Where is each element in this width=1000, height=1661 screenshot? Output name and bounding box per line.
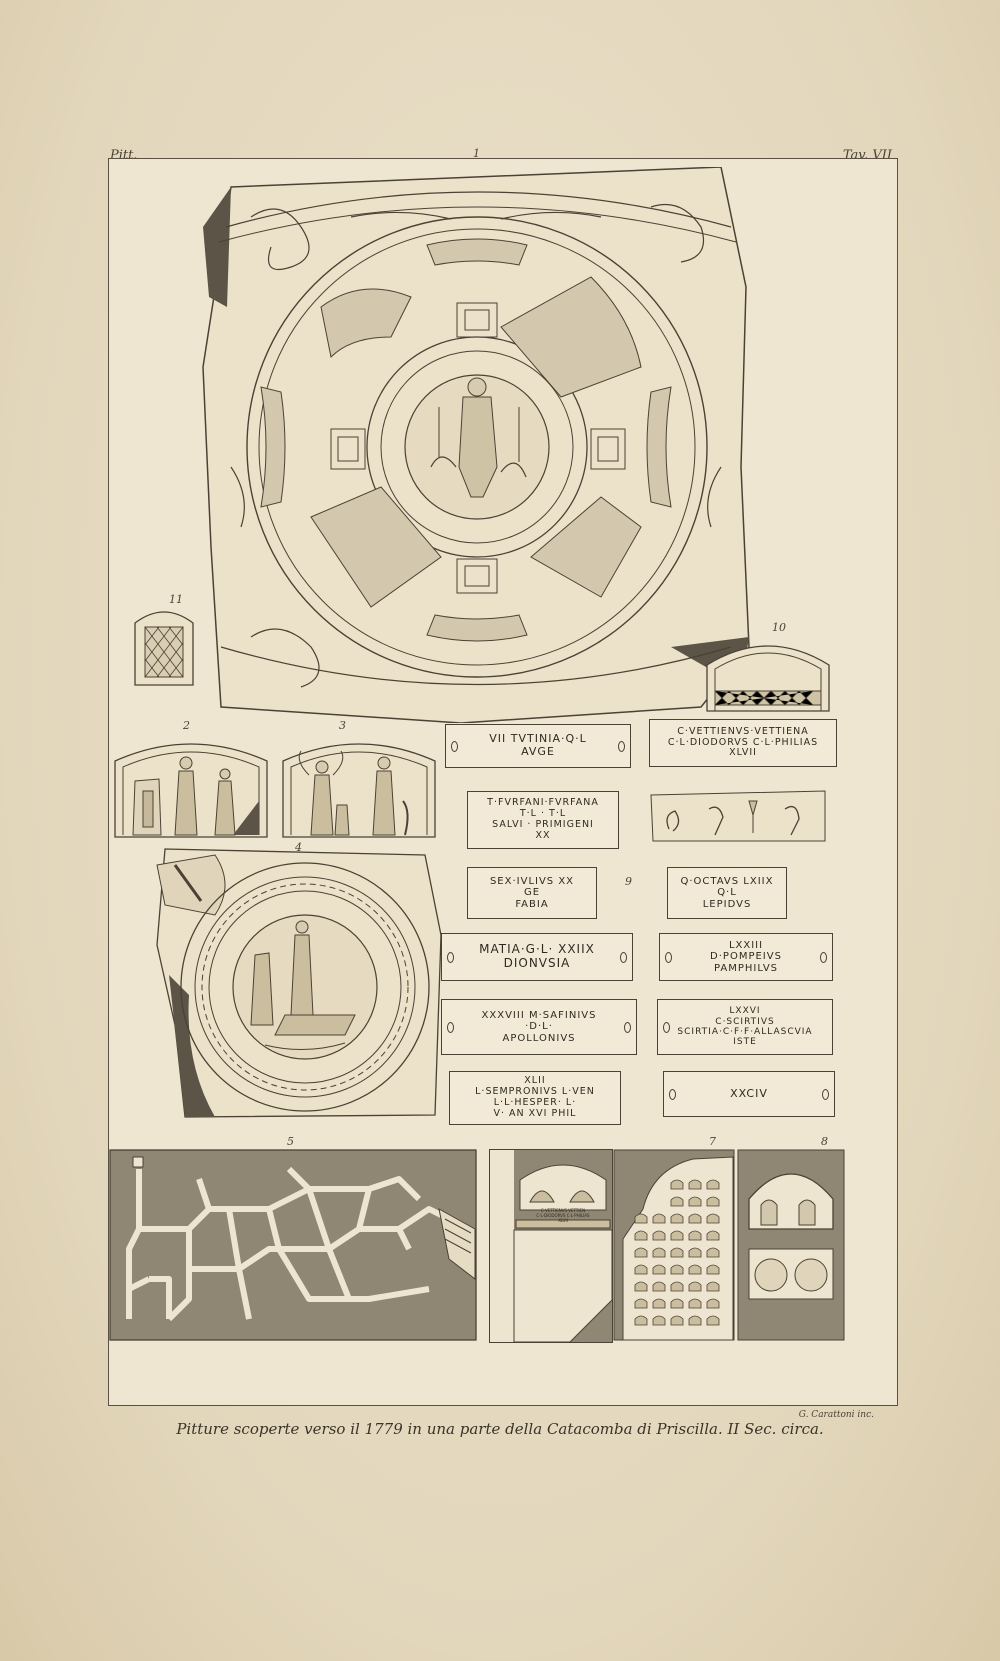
loculus-niche bbox=[652, 1315, 666, 1326]
figure-10-arched-niche bbox=[706, 645, 830, 712]
figure-7-loculi-wall bbox=[613, 1149, 735, 1341]
loculus-niche bbox=[670, 1298, 684, 1309]
loculus-niche bbox=[706, 1315, 720, 1326]
loculus-niche bbox=[634, 1281, 648, 1292]
loculus-niche bbox=[652, 1247, 666, 1258]
loculus-niche bbox=[670, 1179, 684, 1190]
loculus-niche bbox=[706, 1196, 720, 1207]
figure-number-1: 1 bbox=[473, 147, 480, 160]
loculus-niche bbox=[670, 1213, 684, 1224]
loculus-niche bbox=[670, 1281, 684, 1292]
loculus-niche bbox=[688, 1179, 702, 1190]
figure-1-vault-painting bbox=[202, 167, 750, 723]
loculus-niche bbox=[634, 1230, 648, 1241]
loculus-niche bbox=[634, 1298, 648, 1309]
figure-6-cubiculum-elevation: C·VETTIENVS·VETTIEN C·L·DIODORVS C·L·PHI… bbox=[489, 1149, 613, 1343]
figure-5-catacomb-plan bbox=[109, 1149, 477, 1341]
figure-number-7: 7 bbox=[709, 1135, 716, 1148]
loculus-niche bbox=[652, 1230, 666, 1241]
loculus-niche bbox=[670, 1264, 684, 1275]
plate-frame: 1 bbox=[108, 147, 898, 1406]
loculus-niche bbox=[706, 1264, 720, 1275]
loculus-niche bbox=[634, 1247, 648, 1258]
loculus-niche bbox=[706, 1213, 720, 1224]
figure-number-2: 2 bbox=[183, 719, 190, 732]
engraver-credit: G. Carattoni inc. bbox=[798, 1410, 874, 1420]
loculus-niche bbox=[688, 1315, 702, 1326]
loculus-niche bbox=[706, 1247, 720, 1258]
loculus-niche bbox=[688, 1247, 702, 1258]
loculus-niche bbox=[706, 1230, 720, 1241]
figure-number-8: 8 bbox=[821, 1135, 828, 1148]
figure-number-11: 11 bbox=[169, 593, 183, 606]
figure-11-lattice-niche bbox=[134, 611, 194, 686]
figure-number-3: 3 bbox=[339, 719, 346, 732]
loculus-niche bbox=[706, 1179, 720, 1190]
figure-8-arcosolium bbox=[737, 1149, 845, 1341]
figure-number-4: 4 bbox=[295, 841, 302, 854]
inscription-xxciv: XXCIV bbox=[663, 1071, 835, 1117]
loculus-niche bbox=[652, 1213, 666, 1224]
inscription-safinius: XXXVIII M·SAFINIVS·D·L·APOLLONIVS bbox=[441, 999, 637, 1055]
figure-number-10: 10 bbox=[772, 621, 786, 634]
loculus-niche bbox=[634, 1264, 648, 1275]
loculus-niche bbox=[688, 1213, 702, 1224]
inscription-vettienus-decoration bbox=[650, 790, 826, 842]
figure-3-niche-painting bbox=[282, 743, 436, 838]
figure-number-9: 9 bbox=[625, 875, 632, 888]
loculus-niche bbox=[688, 1230, 702, 1241]
loculus-niche bbox=[688, 1196, 702, 1207]
figure-2-niche-painting bbox=[114, 743, 268, 838]
figure-6-drawing bbox=[490, 1150, 612, 1342]
loculus-niche bbox=[670, 1315, 684, 1326]
loculus-niche bbox=[688, 1281, 702, 1292]
loculus-niche bbox=[670, 1247, 684, 1258]
loculus-niche bbox=[706, 1298, 720, 1309]
loculus-niche bbox=[652, 1264, 666, 1275]
loculus-niche bbox=[652, 1298, 666, 1309]
loculus-niche bbox=[688, 1298, 702, 1309]
figure-4-medallion-painting bbox=[156, 848, 442, 1118]
loculus-niche bbox=[670, 1230, 684, 1241]
loculus-niche bbox=[706, 1281, 720, 1292]
loculus-niche bbox=[670, 1196, 684, 1207]
figure-number-5: 5 bbox=[287, 1135, 294, 1148]
loculus-niche bbox=[634, 1213, 648, 1224]
loculus-niche bbox=[652, 1281, 666, 1292]
loculus-niche bbox=[688, 1264, 702, 1275]
plate-caption: Pitture scoperte verso il 1779 in una pa… bbox=[176, 1420, 824, 1438]
figure-6-inscription: C·VETTIENVS·VETTIEN C·L·DIODORVS C·L·PHI… bbox=[536, 1208, 590, 1223]
loculus-niche bbox=[634, 1315, 648, 1326]
